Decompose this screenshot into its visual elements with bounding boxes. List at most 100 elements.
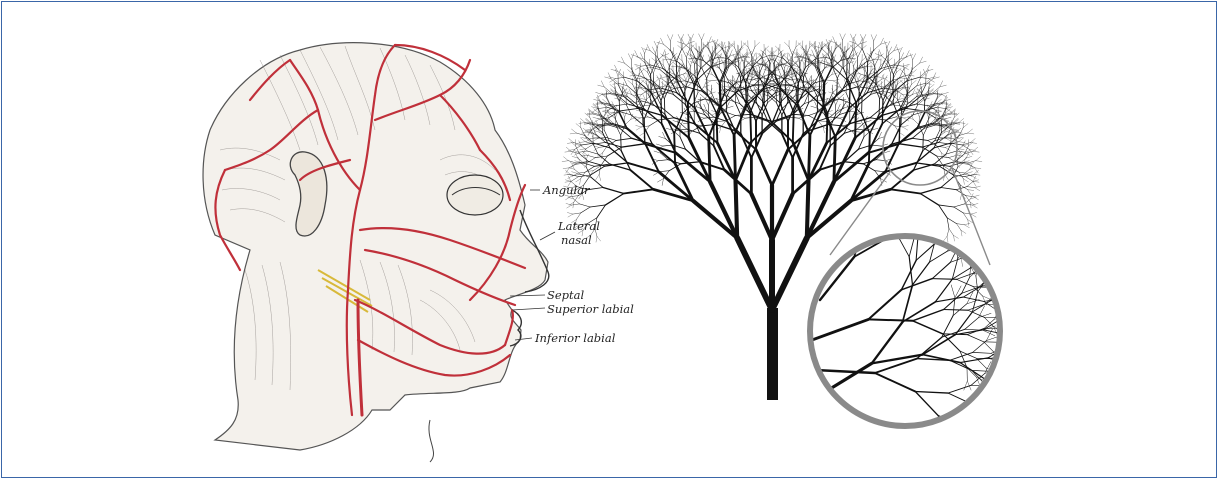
tree-branch [917, 78, 921, 86]
tree-branch [962, 143, 970, 145]
tree-branch [570, 133, 576, 134]
tree-branch [804, 59, 807, 64]
tree-branch [1021, 338, 1031, 344]
tree-branch [627, 128, 645, 143]
tree-branch [709, 137, 710, 182]
tree-branch [987, 270, 996, 273]
tree-branch [748, 47, 752, 55]
tree-branch [913, 175, 914, 192]
tree-branch [661, 82, 666, 86]
tree-branch [917, 112, 919, 117]
tree-branch [906, 51, 909, 57]
tree-branch [954, 207, 963, 213]
tree-branch [894, 49, 901, 51]
tree-branch [756, 55, 761, 59]
tree-branch [836, 45, 841, 49]
tree-branch [941, 188, 956, 190]
tree-branch [759, 63, 762, 68]
tree-branch [1011, 300, 1021, 306]
tree-branch [999, 411, 1006, 421]
tree-branch [1004, 332, 1019, 335]
tree-branch [641, 126, 649, 127]
tree-branch [657, 179, 663, 183]
tree-branch [679, 76, 685, 81]
tree-branch [944, 95, 947, 101]
tree-branch [917, 83, 925, 85]
tree-branch [973, 181, 979, 182]
tree-branch [567, 213, 573, 215]
tree-branch [688, 34, 691, 40]
tree-branch [954, 235, 959, 238]
tree-branch [906, 55, 913, 57]
tree-branch [937, 107, 946, 108]
tree-branch [949, 229, 954, 236]
tree-branch [901, 53, 904, 59]
tree-branch [976, 157, 981, 161]
tree-branch [640, 69, 645, 73]
tree-branch [677, 62, 686, 70]
tree-branch [833, 88, 839, 93]
tree-branch [860, 38, 863, 44]
tree-branch [900, 69, 905, 73]
tree-branch [567, 205, 572, 208]
tree-branch [910, 54, 913, 60]
tree-branch [736, 142, 752, 180]
tree-branch [929, 84, 934, 88]
tree-branch [891, 160, 901, 173]
tree-branch [966, 196, 974, 197]
tree-branch [975, 188, 980, 191]
tree-branch [989, 382, 1002, 386]
tree-branch [642, 47, 645, 53]
tree-branch [941, 178, 953, 188]
tree-branch [635, 94, 641, 95]
tree-branch [718, 44, 723, 48]
tree-branch [968, 190, 974, 191]
tree-branch [887, 51, 894, 57]
tree-branch [579, 141, 582, 146]
tree-branch [576, 179, 581, 182]
tree-branch [842, 34, 845, 40]
tree-branch [933, 87, 940, 93]
tree-branch [651, 75, 652, 93]
tree-branch [903, 125, 909, 127]
tree-branch [947, 229, 949, 237]
tree-branch [891, 189, 921, 193]
tree-branch [636, 110, 642, 112]
tree-branch [794, 57, 800, 58]
tree-branch [771, 54, 774, 62]
tree-branch [946, 144, 951, 154]
tree-branch [711, 80, 719, 81]
tree-branch [835, 43, 842, 50]
tree-branch [772, 194, 793, 240]
tree-branch [907, 155, 908, 164]
tree-branch [621, 57, 624, 63]
tree-branch [926, 207, 927, 220]
tree-branch [579, 142, 585, 143]
tree-branch [643, 94, 646, 99]
tree-branch [664, 99, 665, 115]
tree-branch [689, 138, 710, 182]
tree-branch [920, 61, 927, 63]
tree-branch [564, 157, 569, 161]
tree-branch [622, 144, 645, 147]
tree-branch [829, 41, 835, 43]
tree-branch [886, 47, 889, 53]
tree-branch [767, 50, 772, 54]
tree-branch [933, 215, 936, 226]
tree-branch [662, 179, 663, 186]
tree-branch [972, 439, 984, 445]
tree-branch [746, 67, 748, 72]
tree-branch [1004, 383, 1017, 392]
tree-branch [988, 400, 1001, 404]
tree-branch [652, 58, 657, 62]
tree-branch [973, 181, 976, 186]
tree-branch [667, 35, 670, 41]
tree-branch [1021, 344, 1032, 346]
tree-branch [878, 82, 883, 86]
tree-branch [623, 88, 628, 92]
tree-branch [832, 73, 838, 75]
tree-branch [700, 94, 706, 99]
tree-branch [946, 151, 957, 154]
tree-branch [876, 225, 887, 229]
tree-branch [944, 310, 968, 311]
